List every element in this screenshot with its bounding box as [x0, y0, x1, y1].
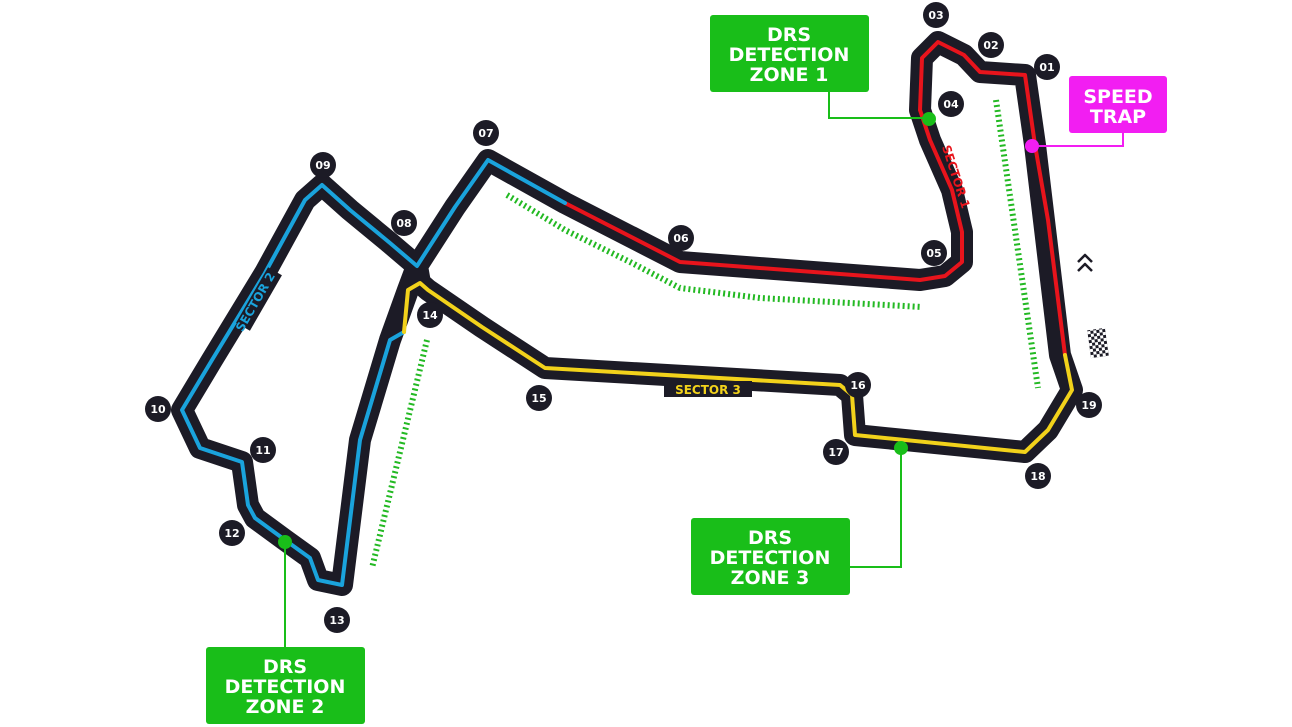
svg-text:05: 05: [926, 247, 941, 260]
turn-badge: 18: [1025, 463, 1051, 489]
svg-text:SPEED: SPEED: [1083, 86, 1152, 108]
svg-text:12: 12: [224, 527, 239, 540]
turn-badge: 19: [1076, 392, 1102, 418]
svg-text:04: 04: [943, 98, 959, 111]
checkered-flag-icon: [1087, 327, 1109, 359]
sector-3-label: SECTOR 3: [675, 383, 741, 397]
connectors: [284, 92, 1124, 648]
svg-text:17: 17: [828, 446, 843, 459]
turn-badge: 17: [823, 439, 849, 465]
svg-text:11: 11: [255, 444, 270, 457]
svg-text:DETECTION: DETECTION: [710, 547, 831, 569]
svg-text:DRS: DRS: [767, 24, 811, 46]
drs-zones: [369, 99, 1041, 569]
svg-text:19: 19: [1081, 399, 1096, 412]
turn-badge: 07: [473, 120, 499, 146]
svg-text:ZONE 3: ZONE 3: [731, 567, 810, 589]
turn-badge: 16: [845, 372, 871, 398]
svg-text:13: 13: [329, 614, 344, 627]
sector-2-line: [180, 158, 567, 587]
drs-detection-zone-2-box: DRS DETECTION ZONE 2: [206, 647, 365, 724]
turn-badge: 04: [938, 91, 964, 117]
svg-text:09: 09: [315, 159, 330, 172]
speed-trap-connector: [1032, 132, 1124, 147]
drs-detection-zone-1-box: DRS DETECTION ZONE 1: [710, 15, 869, 92]
turn-badge: 02: [978, 32, 1004, 58]
svg-text:DRS: DRS: [263, 656, 307, 678]
svg-text:08: 08: [396, 217, 411, 230]
svg-text:18: 18: [1030, 470, 1045, 483]
drs-zone-main-straight: [993, 99, 1041, 389]
svg-text:07: 07: [478, 127, 493, 140]
turn-badge: 11: [250, 437, 276, 463]
double-chevron-up-icon: [1077, 253, 1093, 272]
svg-text:01: 01: [1039, 61, 1054, 74]
drs-2-point: [278, 535, 292, 549]
drs-detection-zone-3-box: DRS DETECTION ZONE 3: [691, 518, 850, 595]
sector-1-line: [563, 40, 1067, 357]
turn-badge: 14: [417, 302, 443, 328]
drs-3-connector: [850, 448, 902, 568]
turn-badge: 09: [310, 152, 336, 178]
turn-badge: 15: [526, 385, 552, 411]
turn-badge: 13: [324, 607, 350, 633]
speed-trap-point: [1025, 139, 1039, 153]
sector-3-line: [402, 281, 1074, 454]
turn-badge: 12: [219, 520, 245, 546]
svg-text:14: 14: [422, 309, 438, 322]
turn-badge: 10: [145, 396, 171, 422]
drs-1-point: [922, 112, 936, 126]
svg-text:02: 02: [983, 39, 998, 52]
track-outline: [171, 31, 1083, 596]
svg-text:ZONE 2: ZONE 2: [246, 696, 325, 718]
svg-text:TRAP: TRAP: [1090, 106, 1146, 128]
svg-text:DETECTION: DETECTION: [729, 44, 850, 66]
turn-badge: 03: [923, 2, 949, 28]
turn-badge: 08: [391, 210, 417, 236]
drs-zone-back-straight: [505, 192, 923, 310]
svg-text:DRS: DRS: [748, 527, 792, 549]
turn-badge: 05: [921, 240, 947, 266]
svg-text:10: 10: [150, 403, 166, 416]
svg-text:ZONE 1: ZONE 1: [750, 64, 829, 86]
drs-1-connector: [828, 92, 929, 119]
turn-badges: 01 02 03 04 05 06 07 08 09 10 11 12 13 1…: [145, 2, 1102, 633]
turn-badge: 06: [668, 225, 694, 251]
svg-text:03: 03: [928, 9, 943, 22]
drs-3-point: [894, 441, 908, 455]
svg-text:16: 16: [850, 379, 866, 392]
turn-badge: 01: [1034, 54, 1060, 80]
speed-trap-box: SPEED TRAP: [1069, 76, 1167, 133]
svg-text:06: 06: [673, 232, 689, 245]
svg-text:DETECTION: DETECTION: [225, 676, 346, 698]
drs-zone-sector2-straight: [369, 339, 430, 569]
svg-text:15: 15: [531, 392, 546, 405]
